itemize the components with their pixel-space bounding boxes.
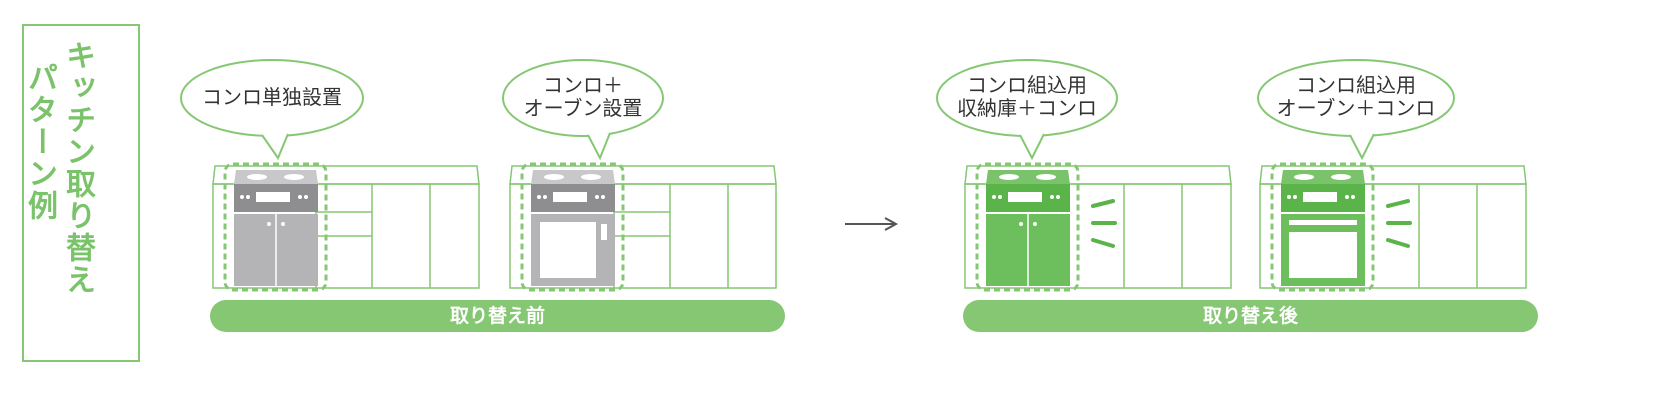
title-line-1: キッチン取り替え bbox=[60, 40, 95, 296]
stove-unit-gray bbox=[234, 170, 318, 286]
title-box bbox=[22, 24, 140, 362]
speech-bubble-tail bbox=[587, 132, 611, 161]
after-bar bbox=[963, 300, 1538, 332]
scene-after-2 bbox=[1257, 59, 1527, 292]
bubble-text-after-2: コンロ組込用 オーブン＋コンロ bbox=[1276, 73, 1436, 120]
before-label: 取り替え前 bbox=[449, 305, 545, 327]
speech-bubble-tail bbox=[1349, 133, 1375, 161]
scene-before-1 bbox=[180, 59, 480, 292]
before-bar bbox=[210, 300, 785, 332]
speech-bubble bbox=[502, 59, 664, 137]
after-label: 取り替え後 bbox=[1202, 305, 1298, 327]
speech-bubble-tail bbox=[1019, 133, 1045, 161]
scene-before-2 bbox=[502, 59, 777, 292]
stove-unit-green bbox=[986, 170, 1070, 286]
speech-bubble-tail bbox=[261, 133, 289, 161]
highlight-dashed-outline bbox=[223, 162, 328, 292]
bubble-text-after-1: コンロ組込用 収納庫＋コンロ bbox=[957, 73, 1097, 120]
bubble-text-before-2: コンロ＋ オーブン設置 bbox=[523, 73, 643, 120]
right-arrow-icon bbox=[845, 217, 899, 231]
stove-oven-unit-gray bbox=[531, 170, 615, 286]
scene-after-1 bbox=[936, 59, 1232, 292]
bubble-text-before-1: コンロ単独設置 bbox=[202, 85, 342, 109]
stove-oven-unit-green bbox=[1281, 170, 1365, 286]
highlight-dashed-outline bbox=[520, 162, 625, 292]
kitchen-counter bbox=[509, 165, 777, 289]
kitchen-counter bbox=[1259, 165, 1527, 289]
highlight-dashed-outline bbox=[975, 162, 1080, 292]
kitchen-counter bbox=[964, 165, 1232, 289]
title-line-2: パターン例 bbox=[22, 62, 57, 222]
kitchen-counter bbox=[212, 165, 480, 289]
change-marks bbox=[1386, 199, 1412, 248]
highlight-dashed-outline bbox=[1270, 162, 1375, 292]
change-marks bbox=[1091, 199, 1117, 248]
